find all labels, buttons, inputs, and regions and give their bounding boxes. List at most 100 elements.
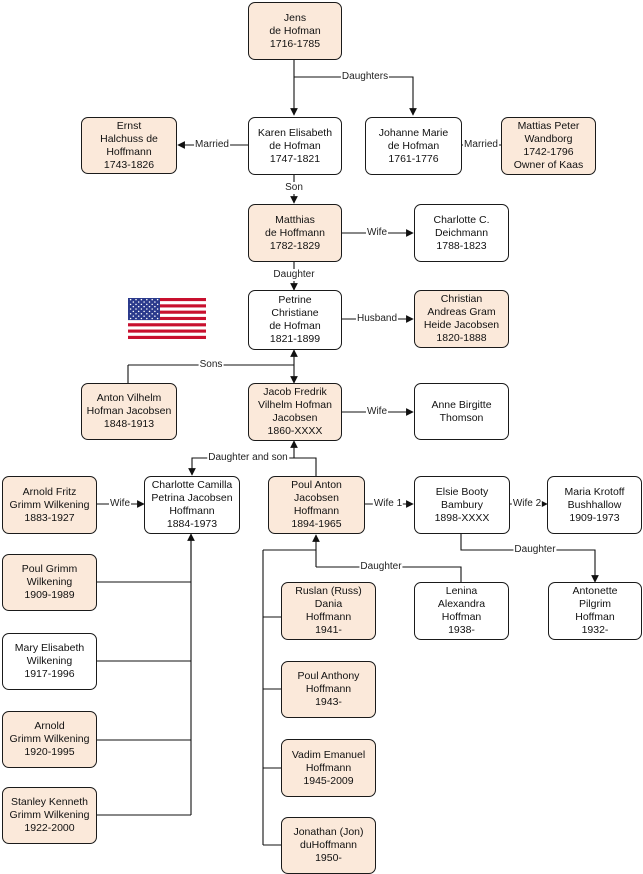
node-poul-anton: Poul Anton Jacobsen Hoffmann 1894-1965 [268,476,365,534]
node-johanne: Johanne Marie de Hofman 1761-1776 [365,117,462,175]
node-vadim: Vadim Emanuel Hoffmann 1945-2009 [281,739,376,797]
node-anne: Anne Birgitte Thomson [414,383,509,440]
node-charlotte-camilla: Charlotte Camilla Petrina Jacobsen Hoffm… [144,476,240,534]
flag-star [143,315,145,317]
flag-star [151,313,153,315]
label-wife-matthias: Wife [366,227,388,239]
flag-star [148,315,151,317]
node-elsie: Elsie Booty Bambury 1898-XXXX [414,476,510,534]
flag-star [146,317,148,320]
flag-star [143,301,145,303]
flag-star [137,310,140,313]
flag-star [151,303,153,306]
flag-stripe [128,329,206,333]
node-arnold-grimm: Arnold Grimm Wilkening 1920-1995 [2,711,97,768]
flag-star [132,315,135,317]
flag-star [151,298,153,301]
flag-stripe [128,304,206,308]
flag-star [146,308,148,310]
label-daughter-lenina: Daughter [359,561,403,573]
flag-star [146,298,148,301]
flag-star [148,305,151,308]
flag-star [151,308,153,310]
flag-star [156,298,159,301]
flag-star [156,303,159,306]
node-lenina: Lenina Alexandra Hoffman 1938- [414,582,509,640]
flag-star [156,308,159,310]
node-karen: Karen Elisabeth de Hofman 1747-1821 [248,117,342,175]
flag-stripe [128,298,206,302]
flag-star [135,303,137,306]
flag-star [154,310,156,313]
flag-star [129,317,132,320]
node-ernst: Ernst Halchuss de Hoffmann 1743-1826 [81,117,177,174]
flag-star [132,301,135,303]
node-anton: Anton Vilhelm Hofman Jacobsen 1848-1913 [81,383,177,440]
label-married-right: Married [463,139,499,151]
flag-star [132,310,135,313]
flag-star [129,303,132,306]
edge-antonette [460,534,599,583]
node-poul-anthony: Poul Anthony Hoffmann 1943- [281,661,376,718]
flag-star [154,301,156,303]
node-antonette: Antonette Pilgrim Hoffman 1932- [548,582,642,640]
label-son: Son [284,182,304,194]
usa-flag-icon [128,298,206,339]
label-sons: Sons [198,359,224,371]
edge-poul-jacob [290,440,317,476]
flag-star [143,305,145,308]
edge-jens-johanne [294,76,417,116]
flag-stripe [128,326,206,330]
node-jens: Jens de Hofman 1716-1785 [248,2,342,60]
flag-star [129,313,132,315]
flag-star [148,301,151,303]
flag-stripe [128,316,206,321]
node-matthias: Matthias de Hoffmann 1782-1829 [248,204,342,262]
flag-stripe [128,313,206,318]
flag-star [156,313,159,315]
node-ruslan: Ruslan (Russ) Dania Hoffmann 1941- [281,582,376,640]
flag-star [137,315,140,317]
flag-stripe [128,320,206,324]
label-wife-2: Wife 2 [511,498,543,510]
node-mary: Mary Elisabeth Wilkening 1917-1996 [2,633,97,690]
node-maria: Maria Krotoff Bushhallow 1909-1973 [547,476,642,534]
node-poul-grimm: Poul Grimm Wilkening 1909-1989 [2,554,97,611]
flag-star [146,303,148,306]
flag-star [135,317,137,320]
flag-star [129,308,132,310]
label-wife-arnold: Wife [109,498,131,510]
node-christian: Christian Andreas Gram Heide Jacobsen 18… [414,290,509,348]
node-arnold-fritz: Arnold Fritz Grimm Wilkening 1883-1927 [2,476,97,534]
flag-star [132,305,135,308]
flag-star [146,313,148,315]
flag-star [156,317,159,320]
flag-star [137,305,140,308]
label-daughter-petrine: Daughter [272,269,316,281]
flag-star [140,308,143,310]
node-stanley: Stanley Kenneth Grimm Wilkening 1922-200… [2,787,97,844]
node-mattias-wandborg: Mattias Peter Wandborg 1742-1796 Owner o… [501,117,596,175]
flag-star [154,305,156,308]
label-daughter-antonette: Daughter [513,544,557,556]
flag-stripe [128,310,206,314]
flag-star [140,298,143,301]
label-wife-1: Wife 1 [372,498,404,510]
flag-star [140,313,143,315]
flag-stripe [128,323,206,327]
flag-star [135,298,137,301]
flag-star [140,303,143,306]
flag-star [151,317,153,320]
label-married-left: Married [194,139,230,151]
node-jonathan: Jonathan (Jon) duHoffmann 1950- [281,817,376,874]
node-jacob: Jacob Fredrik Vilhelm Hofman Jacobsen 18… [248,383,342,441]
label-wife-jacob: Wife [366,406,388,418]
flag-stripe [128,307,206,311]
node-charlotte-deichmann: Charlotte C. Deichmann 1788-1823 [414,204,509,262]
flag-stripe [128,301,206,305]
flag-star [148,310,151,313]
label-daughter-and-son: Daughter and son [207,452,289,464]
node-petrine: Petrine Christiane de Hofman 1821-1899 [248,290,342,350]
flag-stripe [128,332,206,337]
